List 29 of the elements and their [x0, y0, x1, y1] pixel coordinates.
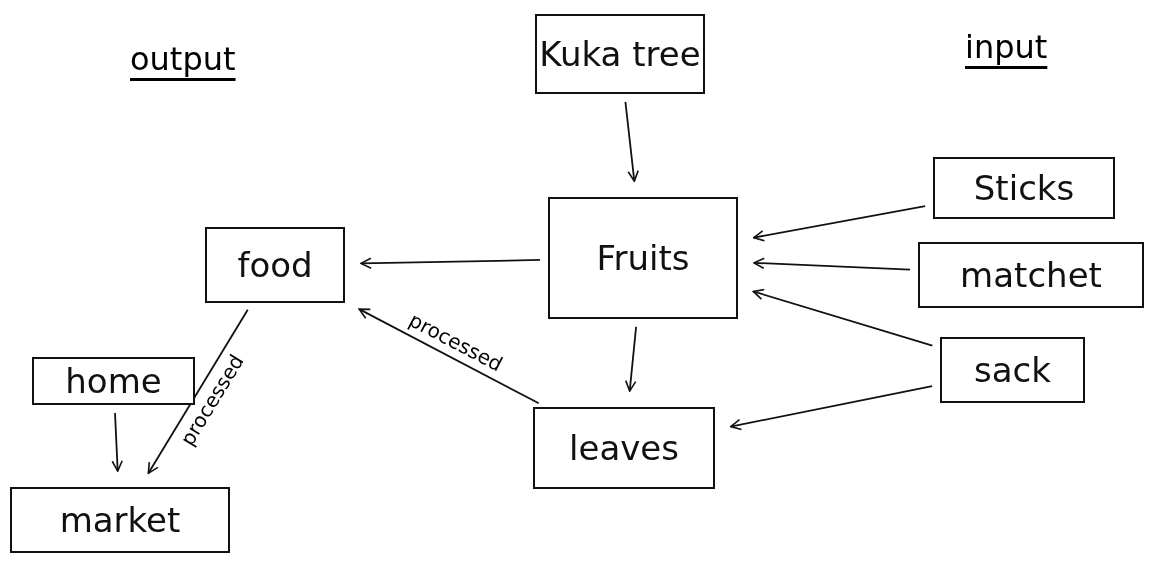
node-box: [535, 14, 705, 94]
node-box: [10, 487, 230, 553]
node-label: leaves: [569, 428, 679, 468]
arrow: [752, 205, 927, 242]
node-label: Kuka tree: [539, 34, 701, 74]
arrow: [360, 257, 541, 269]
arrow: [752, 288, 934, 347]
node-label: market: [59, 500, 181, 540]
node-box: [933, 157, 1115, 219]
arrow: [147, 308, 249, 475]
arrow: [729, 385, 934, 431]
arrow: [624, 101, 639, 182]
arrow: [753, 257, 911, 271]
node-box: [918, 242, 1144, 308]
node-label: Fruits: [596, 238, 690, 278]
node-label: Sticks: [973, 168, 1075, 208]
arrow: [624, 326, 637, 392]
node-label: food: [237, 245, 313, 285]
heading-label: output: [130, 40, 236, 78]
heading-label: input: [965, 28, 1048, 66]
node-box: [940, 337, 1085, 403]
node-box: [548, 197, 738, 319]
node-label: home: [65, 361, 162, 401]
arrow: [111, 412, 124, 472]
node-box: [205, 227, 345, 303]
node-box: [533, 407, 715, 489]
arrow: [358, 308, 540, 405]
node-label: sack: [974, 350, 1051, 390]
node-label: matchet: [960, 255, 1102, 295]
